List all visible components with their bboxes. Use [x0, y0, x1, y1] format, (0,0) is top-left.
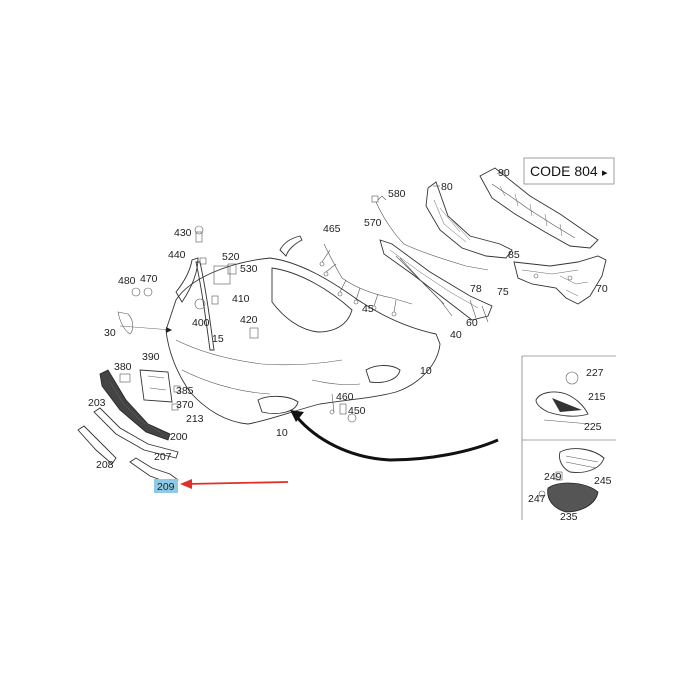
label-450: 450 — [348, 405, 366, 417]
label-75: 75 — [497, 286, 509, 298]
label-208: 208 — [96, 459, 114, 471]
label-10-bottom: 10 — [276, 427, 288, 439]
label-60: 60 — [466, 317, 478, 329]
code-text: CODE 804 — [530, 163, 598, 179]
part-70-bracket — [513, 255, 607, 305]
label-385: 385 — [176, 385, 194, 397]
label-213: 213 — [186, 413, 204, 425]
inset-panel — [521, 355, 616, 520]
part-465-harness — [319, 243, 413, 317]
red-arrow-icon — [180, 479, 289, 489]
label-520: 520 — [222, 251, 240, 263]
part-60-crossmember — [379, 239, 493, 323]
highlighted-part-209[interactable]: 209 — [154, 479, 178, 493]
label-78: 78 — [470, 283, 482, 295]
label-245: 245 — [594, 475, 612, 487]
label-215: 215 — [588, 391, 606, 403]
label-45: 45 — [362, 303, 374, 315]
label-207: 207 — [154, 451, 172, 463]
label-200: 200 — [170, 431, 188, 443]
part-10-bumper-cover — [165, 257, 441, 425]
label-570: 570 — [364, 217, 382, 229]
label-85: 85 — [508, 249, 520, 261]
label-370: 370 — [176, 399, 194, 411]
label-247: 247 — [528, 493, 546, 505]
part-570-cable — [371, 195, 489, 271]
label-460: 460 — [336, 391, 354, 403]
label-15: 15 — [212, 333, 224, 345]
label-80: 80 — [441, 181, 453, 193]
part-203-trim-strip — [93, 407, 179, 459]
part-80-bracket — [425, 181, 513, 259]
label-400: 400 — [192, 317, 210, 329]
label-203: 203 — [88, 397, 106, 409]
part-209-trim-strip — [129, 457, 179, 485]
part-30-trim — [117, 235, 303, 351]
label-380: 380 — [114, 361, 132, 373]
label-225: 225 — [584, 421, 602, 433]
label-390: 390 — [142, 351, 160, 363]
label-40: 40 — [450, 329, 462, 341]
label-465: 465 — [323, 223, 341, 235]
label-480: 480 — [118, 275, 136, 287]
label-10-right: 10 — [420, 365, 432, 377]
leader-lines — [119, 325, 499, 462]
part-labels: 90 80 580 570 465 85 78 75 70 60 40 45 4… — [88, 167, 612, 523]
label-470: 470 — [140, 273, 158, 285]
label-249: 249 — [544, 471, 562, 483]
part-40-rail — [395, 255, 453, 317]
label-530: 530 — [240, 263, 258, 275]
label-70: 70 — [596, 283, 608, 295]
label-235: 235 — [560, 511, 578, 523]
part-390-plate-bracket — [139, 369, 173, 403]
label-227: 227 — [586, 367, 604, 379]
label-420: 420 — [240, 314, 258, 326]
label-209: 209 — [157, 481, 175, 493]
code-arrow-icon: ▸ — [602, 166, 608, 179]
label-580: 580 — [388, 188, 406, 200]
part-208-trim-strip — [77, 425, 117, 465]
part-200-lower-grille — [99, 369, 171, 441]
label-30: 30 — [104, 327, 116, 339]
label-440: 440 — [168, 249, 186, 261]
part-90-support — [479, 167, 599, 249]
label-410: 410 — [232, 293, 250, 305]
label-430: 430 — [174, 227, 192, 239]
code-box: CODE 804 ▸ — [523, 157, 615, 185]
fasteners — [119, 225, 357, 423]
label-90: 90 — [498, 167, 510, 179]
